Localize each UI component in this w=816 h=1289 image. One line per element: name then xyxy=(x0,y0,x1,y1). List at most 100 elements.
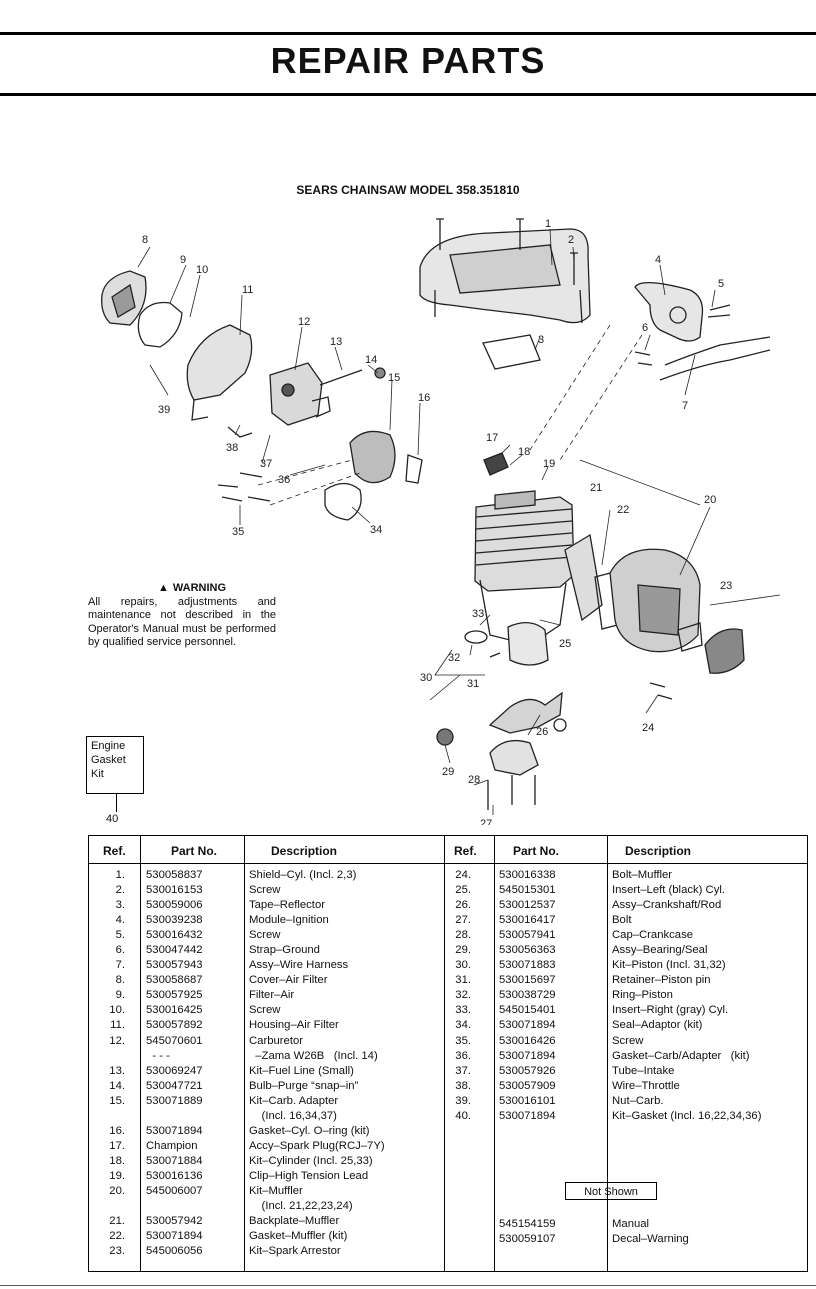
table-cell-description: Kit–Fuel Line (Small) xyxy=(249,1064,354,1077)
table-cell-part: 545154159 xyxy=(499,1218,556,1230)
table-cell-description: Module–Ignition xyxy=(249,914,329,927)
table-cell-description: Carburetor xyxy=(249,1034,303,1047)
table-cell-ref: 9. xyxy=(115,989,125,1002)
table-cell-description: (Incl. 16,34,37) xyxy=(249,1109,337,1122)
callout-number: 27 xyxy=(480,818,492,825)
callout-number: 39 xyxy=(158,404,170,416)
part-muffler-backplate xyxy=(564,533,603,622)
table-cell-part: 530057926 xyxy=(499,1064,556,1077)
callout-number: 32 xyxy=(448,652,460,664)
warning-text: All repairs, adjustments and maintenance… xyxy=(88,595,276,649)
part-ignition-module xyxy=(634,282,704,342)
header-ref-2: Ref. xyxy=(454,844,477,858)
part-crankcase-bolts xyxy=(487,775,536,810)
table-cell-part: 530016426 xyxy=(499,1034,556,1047)
callout-number: 6 xyxy=(642,322,648,334)
table-cell-ref: 5. xyxy=(115,929,125,942)
part-crankcase-cap xyxy=(489,739,539,776)
table-cell-description: Nut–Carb. xyxy=(612,1094,664,1107)
callout-number: 1 xyxy=(545,218,551,230)
table-cell-part: 545070601 xyxy=(146,1034,203,1047)
table-cell-ref: 26. xyxy=(455,899,471,912)
table-cell-ref: 3. xyxy=(115,899,125,912)
table-cell-ref: 20. xyxy=(109,1184,125,1197)
callout-number: 3 xyxy=(538,334,544,346)
table-cell-description: Wire–Throttle xyxy=(612,1079,680,1092)
part-throttle-wire xyxy=(227,426,253,438)
table-cell-part: 530016101 xyxy=(499,1094,556,1107)
table-cell-ref: 25. xyxy=(455,884,471,897)
table-cell-part: 545015301 xyxy=(499,884,556,897)
table-cell-ref: 33. xyxy=(455,1004,471,1017)
table-cell-description: Backplate–Muffler xyxy=(249,1215,340,1228)
part-gasket-cyl xyxy=(405,454,423,484)
table-cell-description: Assy–Crankshaft/Rod xyxy=(612,899,722,912)
table-cell-description: Decal–Warning xyxy=(612,1233,689,1246)
kit-line-1: Engine xyxy=(91,740,126,752)
table-cell-part: 530071894 xyxy=(499,1109,556,1122)
callout-number: 12 xyxy=(298,316,310,328)
table-cell-description: Kit–Gasket (Incl. 16,22,34,36) xyxy=(612,1109,762,1122)
callout-number: 37 xyxy=(260,458,272,470)
callout-number: 30 xyxy=(420,672,432,684)
callout-number: 35 xyxy=(232,526,244,538)
table-cell-ref: 6. xyxy=(115,944,125,957)
part-carb-adapter xyxy=(349,430,396,484)
table-cell-part: 530039238 xyxy=(146,914,203,927)
table-cell-description: Bolt–Muffler xyxy=(612,869,673,881)
table-cell-description: Screw xyxy=(249,929,281,942)
header-description-2: Description xyxy=(625,844,692,858)
table-cell-description: Cover–Air Filter xyxy=(249,974,328,987)
table-cell-part: 530069247 xyxy=(146,1064,203,1077)
table-cell-description: Screw xyxy=(249,1004,281,1017)
table-cell-description: Gasket–Cyl. O–ring (kit) xyxy=(249,1124,370,1137)
part-spark-plug xyxy=(483,452,509,476)
callout-number: 19 xyxy=(543,458,555,470)
table-cell-ref: 27. xyxy=(455,914,471,927)
callout-number: 13 xyxy=(330,336,342,348)
table-cell-part: 530047442 xyxy=(146,944,203,957)
part-cylinder xyxy=(474,496,575,592)
table-cell-description: Bolt xyxy=(612,914,632,927)
table-cell-description: Cap–Crankcase xyxy=(612,929,694,942)
callout-number: 14 xyxy=(365,354,377,366)
table-cell-part: 530071894 xyxy=(499,1049,556,1062)
table-cell-description: Gasket–Muffler (kit) xyxy=(249,1230,348,1243)
callout-number: 33 xyxy=(472,608,484,620)
table-cell-ref: 21. xyxy=(109,1215,125,1228)
callout-number: 4 xyxy=(655,254,661,266)
table-cell-part: 530071894 xyxy=(499,1019,556,1032)
engine-gasket-kit-box: Engine Gasket Kit xyxy=(86,736,144,794)
part-bearing-right xyxy=(553,718,567,732)
table-cell-part: 530071894 xyxy=(146,1230,203,1243)
table-cell-part: 530058837 xyxy=(146,869,203,881)
table-header-rule xyxy=(89,863,807,864)
table-cell-part: 530071889 xyxy=(146,1094,203,1107)
table-cell-ref: 17. xyxy=(109,1139,125,1152)
table-cell-description: Kit–Muffler xyxy=(249,1184,303,1197)
table-cell-part: 530071894 xyxy=(146,1124,203,1137)
table-cell-description: Kit–Spark Arrestor xyxy=(249,1245,341,1258)
table-cell-description: Housing–Air Filter xyxy=(249,1019,339,1032)
bottom-rule xyxy=(0,1285,816,1286)
table-cell-ref: 19. xyxy=(109,1169,125,1182)
callout-numbers: 1234567891011121314151617181920212223242… xyxy=(142,218,732,825)
table-cell-ref: 29. xyxy=(455,944,471,957)
part-crankshaft xyxy=(488,691,563,734)
table-cell-part: 530016136 xyxy=(146,1169,203,1182)
right-ref-column: 24.25.26.27.28.29.30.31.32.33.34.35.36.3… xyxy=(441,868,471,1124)
diagram-title: SEARS CHAINSAW MODEL 358.351810 xyxy=(296,183,520,197)
table-cell-ref: 10. xyxy=(109,1004,125,1017)
kit-line-3: Kit xyxy=(91,768,104,780)
table-cell-part xyxy=(146,1109,242,1124)
not-shown-box: Not Shown xyxy=(565,1182,657,1200)
table-cell-description: Strap–Ground xyxy=(249,944,320,957)
table-cell-part: 530016425 xyxy=(146,1004,203,1017)
table-cell-ref: 24. xyxy=(455,869,471,881)
callout-number: 9 xyxy=(180,254,186,266)
table-cell-description: Shield–Cyl. (Incl. 2,3) xyxy=(249,869,357,881)
table-cell-description: Ring–Piston xyxy=(612,989,673,1002)
table-cell-ref: 13. xyxy=(109,1064,125,1077)
